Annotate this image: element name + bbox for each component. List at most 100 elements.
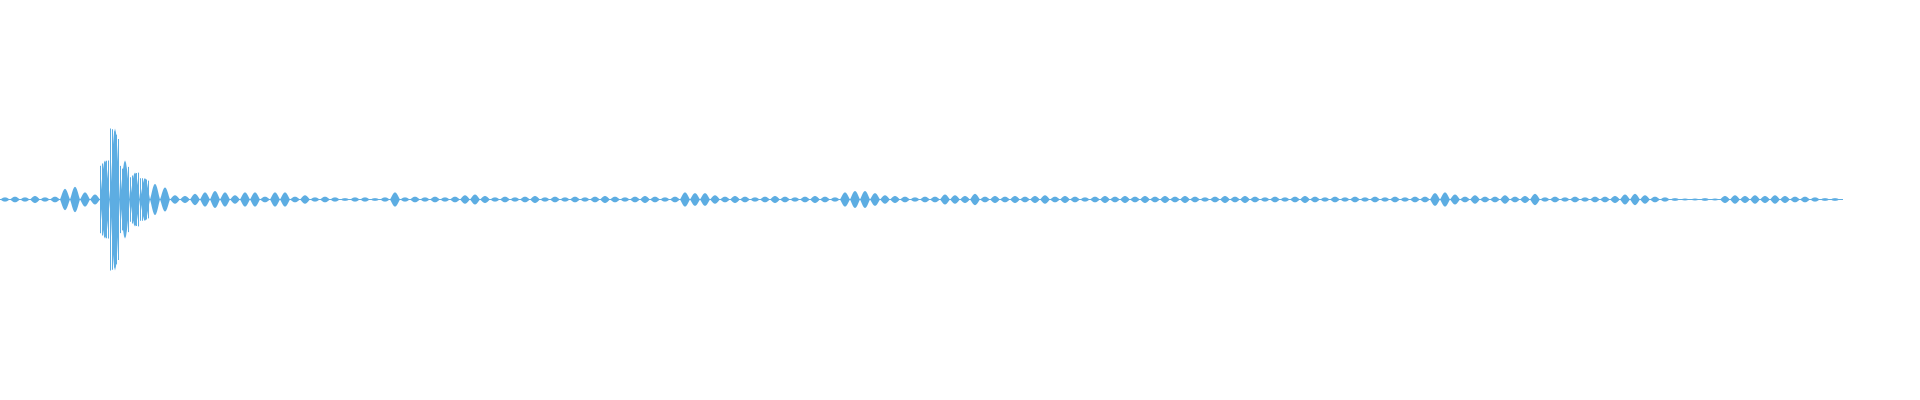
waveform-segment xyxy=(840,192,850,207)
waveform-segment xyxy=(990,195,1000,204)
waveform-segment xyxy=(0,197,10,202)
waveform-segment xyxy=(1120,195,1130,204)
waveform-segment xyxy=(1610,195,1620,204)
waveform-segment xyxy=(890,195,900,204)
waveform-segment xyxy=(580,197,590,202)
waveform-segment xyxy=(210,191,220,208)
waveform-segment xyxy=(500,196,510,203)
waveform-segment xyxy=(170,195,180,204)
waveform-segment xyxy=(200,192,210,207)
waveform-segment xyxy=(730,195,740,204)
waveform-segment xyxy=(390,192,400,207)
waveform-segment xyxy=(540,197,550,202)
waveform-segment xyxy=(1260,197,1270,202)
waveform-segment xyxy=(720,196,730,203)
waveform-segment xyxy=(630,196,640,203)
waveform-segment xyxy=(1680,198,1690,201)
waveform-segment xyxy=(1830,198,1840,201)
waveform-segment xyxy=(760,196,770,203)
waveform-segment xyxy=(880,195,890,204)
waveform-segment xyxy=(1740,195,1750,204)
waveform-segment xyxy=(1440,192,1450,207)
waveform-segment xyxy=(80,192,90,207)
waveform-segment xyxy=(1350,196,1360,203)
waveform-segment xyxy=(1480,196,1490,203)
waveform-segment xyxy=(1600,196,1610,203)
waveform-segment xyxy=(1640,195,1650,204)
waveform-segment xyxy=(260,196,270,203)
waveform-segment xyxy=(1490,196,1500,203)
waveform-segment xyxy=(1110,196,1120,203)
waveform-segment xyxy=(50,196,60,203)
waveform-segment xyxy=(1330,196,1340,203)
waveform-segment xyxy=(330,197,340,202)
waveform-segment xyxy=(300,195,310,204)
waveform-segment xyxy=(1540,197,1550,202)
waveform-segment xyxy=(670,196,680,203)
waveform-segment xyxy=(790,197,800,202)
waveform-segment xyxy=(1420,196,1430,203)
waveform-segment xyxy=(800,196,810,203)
waveform-segment xyxy=(1180,195,1190,204)
waveform-segment xyxy=(230,195,240,204)
waveform-segment xyxy=(910,197,920,202)
waveform-segment xyxy=(1170,196,1180,203)
waveform-segment xyxy=(60,188,70,211)
waveform-segment xyxy=(1620,194,1630,205)
waveform-segment xyxy=(530,195,540,204)
waveform-segment xyxy=(1760,195,1770,204)
waveform-segment xyxy=(1210,196,1220,203)
waveform-segment xyxy=(1770,195,1780,204)
waveform-segment xyxy=(810,195,820,204)
waveform-segment xyxy=(940,194,950,205)
waveform-segment xyxy=(440,197,450,202)
waveform-segment xyxy=(1040,195,1050,204)
waveform-segment xyxy=(1030,195,1040,204)
waveform-segment xyxy=(410,196,420,203)
waveform-segment xyxy=(420,197,430,202)
waveform-segment xyxy=(1820,198,1830,201)
waveform-segment xyxy=(40,197,50,202)
waveform-segment xyxy=(690,193,700,206)
waveform-segment xyxy=(1560,197,1570,202)
waveform-segment xyxy=(350,197,360,202)
waveform-segment xyxy=(290,196,300,203)
waveform-segment xyxy=(1590,196,1600,203)
waveform-segment xyxy=(770,195,780,204)
waveform-segment xyxy=(1020,196,1030,203)
waveform-segment xyxy=(280,192,290,207)
waveform-segment xyxy=(900,196,910,203)
waveform-segment xyxy=(1550,196,1560,203)
waveform-segment xyxy=(830,197,840,202)
waveform-segment xyxy=(620,197,630,202)
waveform-segment xyxy=(1700,198,1710,201)
waveform-segment xyxy=(780,196,790,203)
waveform-segment xyxy=(1410,196,1420,203)
waveform-segment xyxy=(1250,196,1260,203)
waveform-segment xyxy=(1430,193,1440,206)
waveform-segment xyxy=(1570,196,1580,203)
waveform-segment xyxy=(1150,196,1160,203)
waveform-segment xyxy=(1160,195,1170,204)
waveform-segment xyxy=(960,195,970,204)
waveform-segment xyxy=(1690,198,1700,201)
waveform-segment xyxy=(490,197,500,202)
waveform-segment xyxy=(470,194,480,205)
waveform-segment xyxy=(1090,196,1100,203)
waveform-segment xyxy=(160,187,170,212)
waveform-segment xyxy=(930,196,940,203)
waveform-segment xyxy=(370,198,380,201)
waveform-segment xyxy=(820,196,830,203)
waveform-segment xyxy=(1190,196,1200,203)
waveform-segment xyxy=(850,191,860,208)
waveform-segment xyxy=(1100,195,1110,204)
waveform-segment xyxy=(970,193,980,206)
waveform-segment xyxy=(1630,193,1640,206)
waveform-segment xyxy=(1310,196,1320,203)
waveform-segment xyxy=(1580,197,1590,202)
waveform-segment xyxy=(1320,197,1330,202)
waveform-segment xyxy=(20,197,30,202)
waveform-segment xyxy=(1660,197,1670,202)
waveform-segment xyxy=(1460,196,1470,203)
waveform-segment xyxy=(180,195,190,204)
